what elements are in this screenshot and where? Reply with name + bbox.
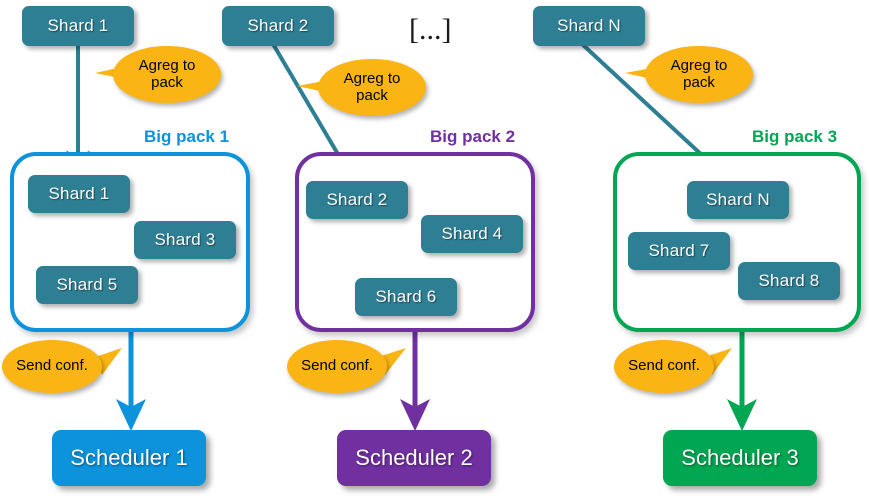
pack-1-label-text: Big pack 1: [144, 127, 230, 146]
callout-agreg-2-line1: Agreg to: [343, 69, 401, 87]
callout-agreg-1-line2: pack: [151, 73, 183, 91]
callout-send-conf-3: Send conf.: [614, 340, 714, 393]
source-shard-1-label: Shard 1: [47, 16, 109, 35]
callout-send-2-text: Send conf.: [301, 357, 373, 375]
source-shard-2-label: Shard 2: [247, 16, 309, 35]
callout-send-conf-1: Send conf.: [2, 340, 102, 393]
pack-2-shard-2[interactable]: Shard 2: [306, 181, 408, 219]
ellipsis-text: [...]: [409, 13, 452, 46]
scheduler-3-label: Scheduler 3: [681, 445, 799, 470]
scheduler-3[interactable]: Scheduler 3: [663, 430, 817, 486]
callout-send-3-text: Send conf.: [628, 357, 700, 375]
pack-1-shard-1-label: Shard 1: [48, 184, 110, 203]
pack-1-shard-5-label: Shard 5: [56, 275, 118, 294]
callout-agreg-3-line2: pack: [683, 73, 715, 91]
callout-agreg-2-line2: pack: [356, 86, 388, 104]
callout-send-conf-2: Send conf.: [287, 340, 387, 393]
scheduler-1[interactable]: Scheduler 1: [52, 430, 206, 486]
pack-3-shard-n[interactable]: Shard N: [687, 181, 789, 219]
pack-3-label-text: Big pack 3: [752, 127, 838, 146]
pack-2-shard-6-label: Shard 6: [375, 287, 437, 306]
scheduler-2-label: Scheduler 2: [355, 445, 473, 470]
pack-2-shard-4-label: Shard 4: [441, 224, 503, 243]
callout-send-1-text: Send conf.: [16, 357, 88, 375]
pack-1-shard-3-label: Shard 3: [154, 230, 216, 249]
pack-3-shard-8-label: Shard 8: [758, 271, 820, 290]
pack-3-shard-8[interactable]: Shard 8: [738, 262, 840, 300]
pack-2-label-text: Big pack 2: [430, 127, 516, 146]
callout-agreg-1-line1: Agreg to: [138, 56, 196, 74]
pack-2-shard-4[interactable]: Shard 4: [421, 215, 523, 253]
pack-3-label: Big pack 3: [752, 127, 837, 147]
scheduler-2[interactable]: Scheduler 2: [337, 430, 491, 486]
source-shard-2[interactable]: Shard 2: [222, 6, 334, 46]
source-shard-n[interactable]: Shard N: [533, 6, 645, 46]
scheduler-1-label: Scheduler 1: [70, 445, 188, 470]
pack-1-label: Big pack 1: [144, 127, 229, 147]
ellipsis-marker: [...]: [409, 13, 451, 47]
source-shard-1[interactable]: Shard 1: [22, 6, 134, 46]
pack-3-shard-n-label: Shard N: [706, 190, 770, 209]
pack-1-shard-1[interactable]: Shard 1: [28, 175, 130, 213]
pack-2-shard-2-label: Shard 2: [326, 190, 388, 209]
pack-1-shard-3[interactable]: Shard 3: [134, 221, 236, 259]
pack-3-shard-7[interactable]: Shard 7: [628, 232, 730, 270]
pack-1-shard-5[interactable]: Shard 5: [36, 266, 138, 304]
pack-3-shard-7-label: Shard 7: [648, 241, 710, 260]
pack-2-label: Big pack 2: [430, 127, 515, 147]
callout-agreg-3-line1: Agreg to: [670, 56, 728, 74]
source-shard-n-label: Shard N: [557, 16, 621, 35]
pack-2-shard-6[interactable]: Shard 6: [355, 278, 457, 316]
